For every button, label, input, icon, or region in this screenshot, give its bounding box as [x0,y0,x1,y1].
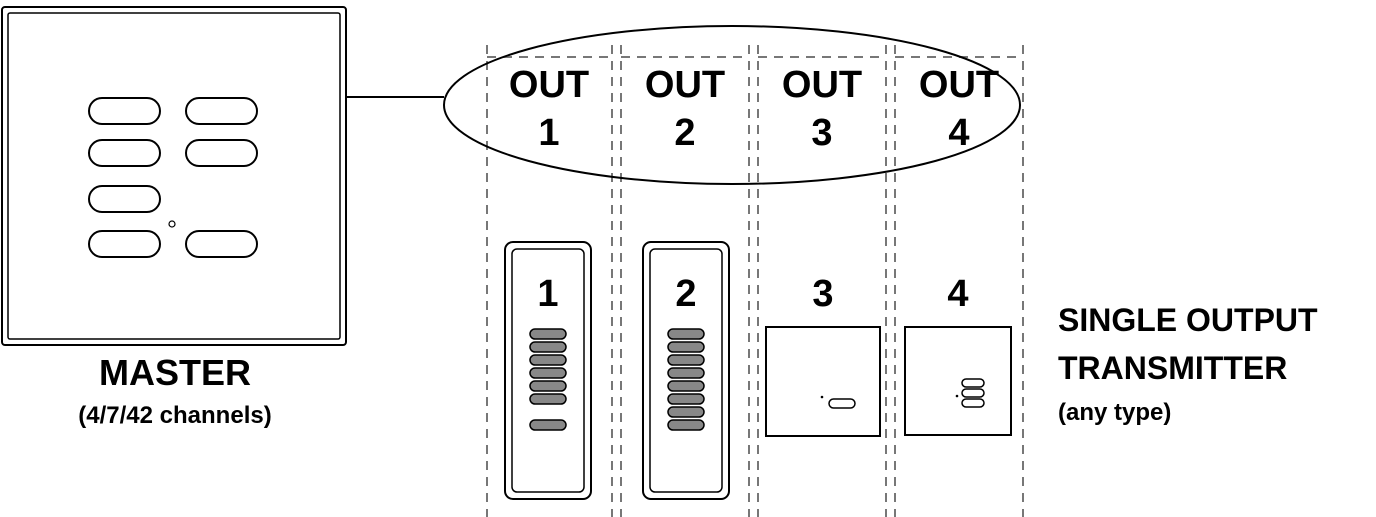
transmitter-title-line1: SINGLE OUTPUT [1058,302,1318,338]
slider-button [667,328,705,340]
plate-button [828,398,856,409]
slider-button [667,367,705,379]
slider-button [667,354,705,366]
master-button [88,139,161,167]
plate-frame [904,326,1012,436]
slider-button [667,341,705,353]
out-1-label-top: OUT [508,64,590,106]
slider-button [529,419,567,431]
device-1-buttons [529,328,567,431]
master-button [88,97,161,125]
device-frame-outer [642,241,730,500]
master-button [185,139,258,167]
outputs-ellipse [443,25,1021,185]
master-subtitle: (4/7/42 channels) [78,402,272,429]
device-frame-outer [504,241,592,500]
device-2-transmitter [642,241,730,500]
plate-button [961,378,985,388]
out-2-label-top: OUT [644,64,726,106]
master-button [185,97,258,125]
master-frame-inner [7,12,341,340]
slider-button [529,341,567,353]
device-3-number: 3 [812,273,834,315]
transmitter-subtitle: (any type) [1058,399,1172,426]
out-3-label-top: OUT [781,64,863,106]
slider-button [667,419,705,431]
device-frame-inner [511,248,585,493]
plate-led [820,395,824,399]
master-button [88,230,161,258]
out-4-label-top: OUT [918,64,1000,106]
plate-frame [765,326,881,437]
plate-button [961,388,985,398]
slider-button [529,328,567,340]
device-3-plate [765,326,881,437]
slider-button [667,380,705,392]
slider-button [529,380,567,392]
out-1-label-num: 1 [538,112,560,154]
device-2-number: 2 [675,273,697,315]
slider-button [529,393,567,405]
master-title: MASTER [99,352,251,393]
device-2-buttons [667,328,705,431]
slider-button [667,406,705,418]
slider-button [667,393,705,405]
master-button [185,230,258,258]
slider-button [529,367,567,379]
plate-button [961,398,985,408]
device-1-number: 1 [537,273,559,315]
plate-led [955,394,959,398]
master-button [88,185,161,213]
out-2-label-num: 2 [674,112,696,154]
out-4-label-num: 4 [948,112,970,154]
device-4-plate [904,326,1012,436]
slider-button [529,354,567,366]
device-1-transmitter [504,241,592,500]
master-led [168,220,176,228]
device-4-number: 4 [947,273,969,315]
master-frame-outer [1,6,347,346]
out-3-label-num: 3 [811,112,833,154]
transmitter-title-line2: TRANSMITTER [1058,350,1288,386]
device-frame-inner [649,248,723,493]
master-keypad [1,6,347,346]
